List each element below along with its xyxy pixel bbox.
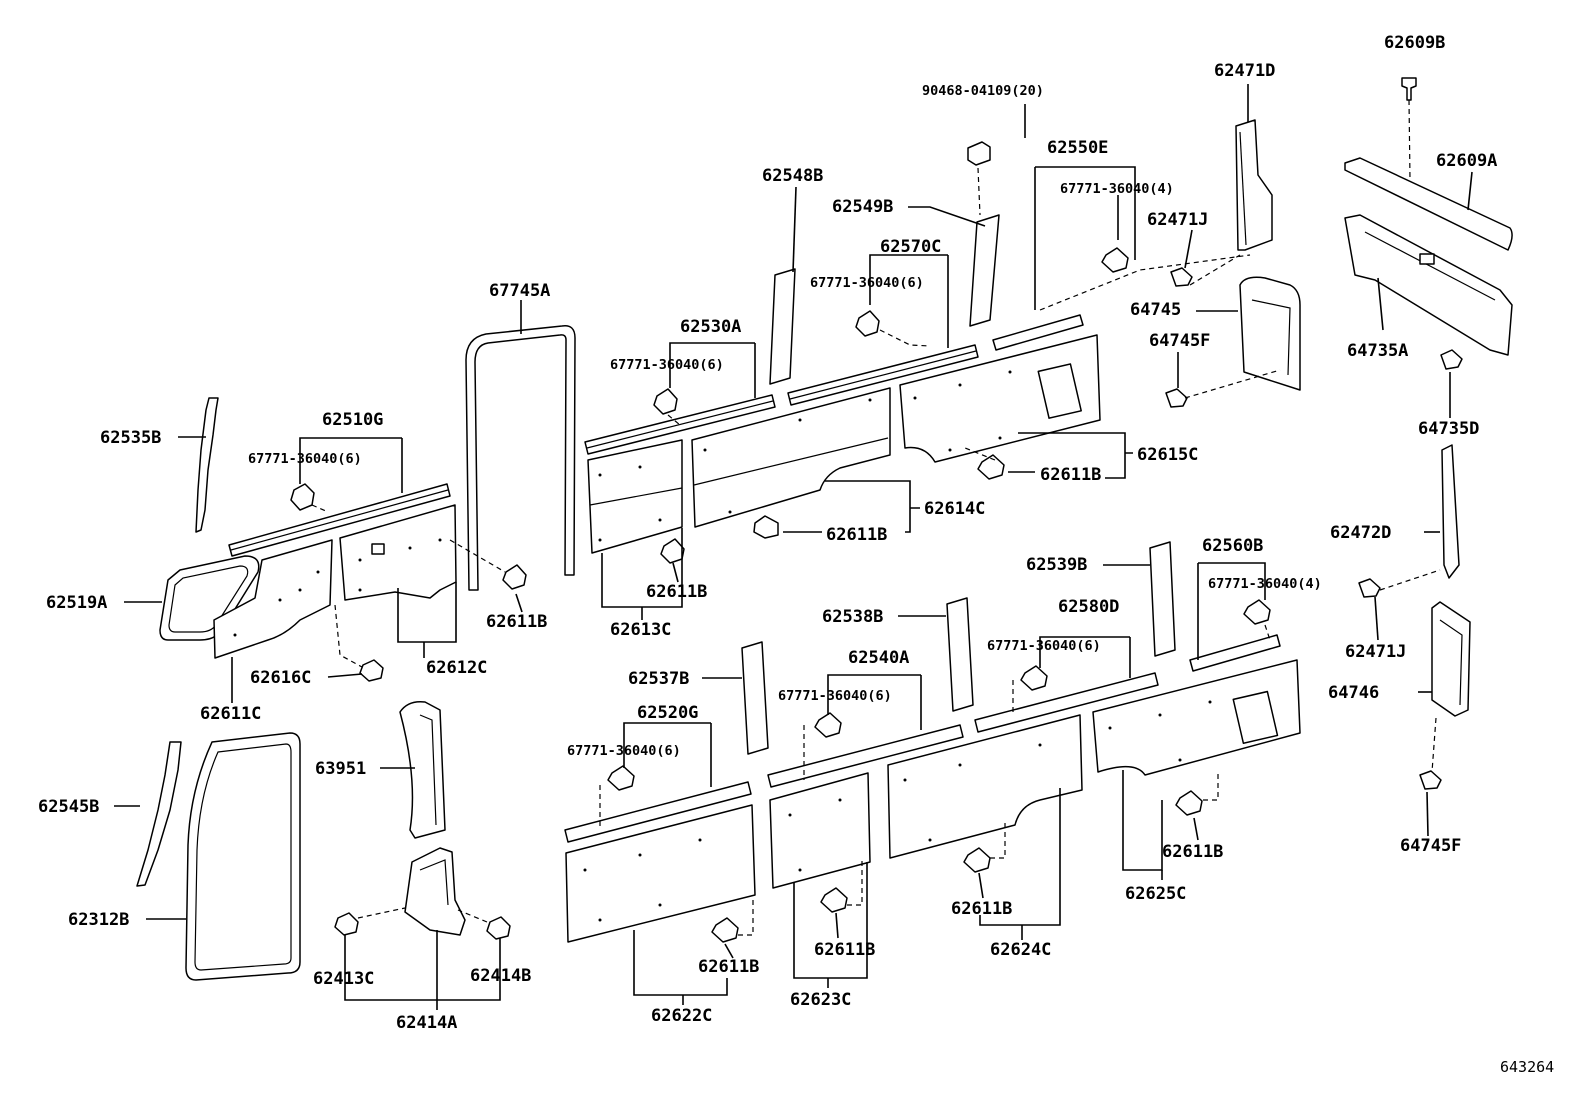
clips bbox=[290, 77, 1463, 943]
part-64746 bbox=[1431, 601, 1471, 717]
label-62520G: 62520G bbox=[637, 703, 698, 723]
part-62312B bbox=[185, 732, 301, 981]
label-67771-36040-f: 67771-36040(6) bbox=[987, 638, 1101, 654]
label-62471D: 62471D bbox=[1214, 61, 1275, 81]
label-64745: 64745 bbox=[1130, 300, 1181, 320]
part-62471D bbox=[1235, 119, 1273, 251]
label-62519A: 62519A bbox=[46, 593, 107, 613]
label-62614C: 62614C bbox=[924, 499, 985, 519]
part-62414A bbox=[404, 847, 466, 936]
part-62611C bbox=[213, 539, 333, 659]
label-67771-36040-b: 67771-36040(6) bbox=[810, 275, 924, 291]
label-62613C: 62613C bbox=[610, 620, 671, 640]
label-64735A: 64735A bbox=[1347, 341, 1408, 361]
part-62580D bbox=[974, 672, 1159, 733]
label-67771-36040-d: 67771-36040(6) bbox=[248, 451, 362, 467]
label-90468-04109: 90468-04109(20) bbox=[922, 83, 1044, 99]
label-62538B: 62538B bbox=[822, 607, 883, 627]
part-64745 bbox=[1239, 276, 1301, 391]
label-62539B: 62539B bbox=[1026, 555, 1087, 575]
part-64735A bbox=[1344, 214, 1513, 356]
part-62549B bbox=[969, 214, 1000, 327]
label-64745F-a: 64745F bbox=[1149, 331, 1210, 351]
label-62312B: 62312B bbox=[68, 910, 129, 930]
label-62623C: 62623C bbox=[790, 990, 851, 1010]
part-62615C bbox=[899, 334, 1101, 463]
part-67745A bbox=[465, 325, 576, 591]
label-62570C: 62570C bbox=[880, 237, 941, 257]
label-67771-36040-g: 67771-36040(6) bbox=[778, 688, 892, 704]
label-62510G: 62510G bbox=[322, 410, 383, 430]
label-67771-36040-a: 67771-36040(4) bbox=[1060, 181, 1174, 197]
label-62611B-a: 62611B bbox=[1040, 465, 1101, 485]
part-62472D bbox=[1441, 444, 1460, 579]
part-62625C bbox=[1092, 659, 1301, 776]
label-62611B-d: 62611B bbox=[646, 582, 707, 602]
part-62623C bbox=[769, 772, 871, 889]
label-62611B-h: 62611B bbox=[698, 957, 759, 977]
label-62472D: 62472D bbox=[1330, 523, 1391, 543]
label-62611B-b: 62611B bbox=[826, 525, 887, 545]
leader-lines bbox=[114, 84, 1473, 1010]
part-62624C bbox=[887, 714, 1083, 859]
label-62414A: 62414A bbox=[396, 1013, 457, 1033]
part-62550E bbox=[992, 314, 1084, 351]
label-62545B: 62545B bbox=[38, 797, 99, 817]
label-64735D: 64735D bbox=[1418, 419, 1479, 439]
figure-number: 643264 bbox=[1500, 1058, 1554, 1076]
label-62535B: 62535B bbox=[100, 428, 161, 448]
label-62413C: 62413C bbox=[313, 969, 374, 989]
part-62539B bbox=[1149, 541, 1176, 657]
part-62538B bbox=[946, 597, 974, 712]
part-62560B bbox=[1189, 634, 1281, 672]
part-62535B bbox=[195, 397, 219, 533]
label-62537B: 62537B bbox=[628, 669, 689, 689]
label-62471J-a: 62471J bbox=[1147, 210, 1208, 230]
label-62611B-c: 62611B bbox=[486, 612, 547, 632]
dashed-lines bbox=[311, 99, 1441, 936]
label-62549B: 62549B bbox=[832, 197, 893, 217]
label-62560B: 62560B bbox=[1202, 536, 1263, 556]
part-62548B bbox=[769, 268, 796, 385]
part-62537B bbox=[741, 641, 769, 755]
label-62616C: 62616C bbox=[250, 668, 311, 688]
part-62545B bbox=[136, 741, 182, 887]
label-62471J-b: 62471J bbox=[1345, 642, 1406, 662]
label-62612C: 62612C bbox=[426, 658, 487, 678]
part-62520G bbox=[564, 781, 752, 843]
label-62609A: 62609A bbox=[1436, 151, 1497, 171]
label-67745A: 67745A bbox=[489, 281, 550, 301]
label-62609B: 62609B bbox=[1384, 33, 1445, 53]
label-62611B-f: 62611B bbox=[951, 899, 1012, 919]
label-62540A: 62540A bbox=[848, 648, 909, 668]
label-62625C: 62625C bbox=[1125, 884, 1186, 904]
label-62550E: 62550E bbox=[1047, 138, 1108, 158]
label-62611C: 62611C bbox=[200, 704, 261, 724]
part-labels: 62609B 62471D 90468-04109(20) 62609A 625… bbox=[38, 33, 1554, 1076]
label-62611B-g: 62611B bbox=[814, 940, 875, 960]
label-62622C: 62622C bbox=[651, 1006, 712, 1026]
label-64745F-b: 64745F bbox=[1400, 836, 1461, 856]
label-64746: 64746 bbox=[1328, 683, 1379, 703]
part-63951 bbox=[399, 700, 446, 839]
label-62611B-e: 62611B bbox=[1162, 842, 1223, 862]
part-62622C bbox=[565, 804, 756, 943]
part-62540A bbox=[767, 724, 964, 788]
label-67771-36040-h: 67771-36040(6) bbox=[567, 743, 681, 759]
label-62624C: 62624C bbox=[990, 940, 1051, 960]
label-62530A: 62530A bbox=[680, 317, 741, 337]
label-67771-36040-e: 67771-36040(4) bbox=[1208, 576, 1322, 592]
label-63951: 63951 bbox=[315, 759, 366, 779]
label-62615C: 62615C bbox=[1137, 445, 1198, 465]
label-67771-36040-c: 67771-36040(6) bbox=[610, 357, 724, 373]
label-62580D: 62580D bbox=[1058, 597, 1119, 617]
part-90468-clip bbox=[967, 141, 991, 166]
part-62612C bbox=[339, 504, 457, 601]
label-62548B: 62548B bbox=[762, 166, 823, 186]
part-62614C bbox=[691, 387, 891, 528]
part-drawings bbox=[136, 77, 1513, 981]
part-62609A bbox=[1344, 157, 1513, 251]
label-62414B: 62414B bbox=[470, 966, 531, 986]
